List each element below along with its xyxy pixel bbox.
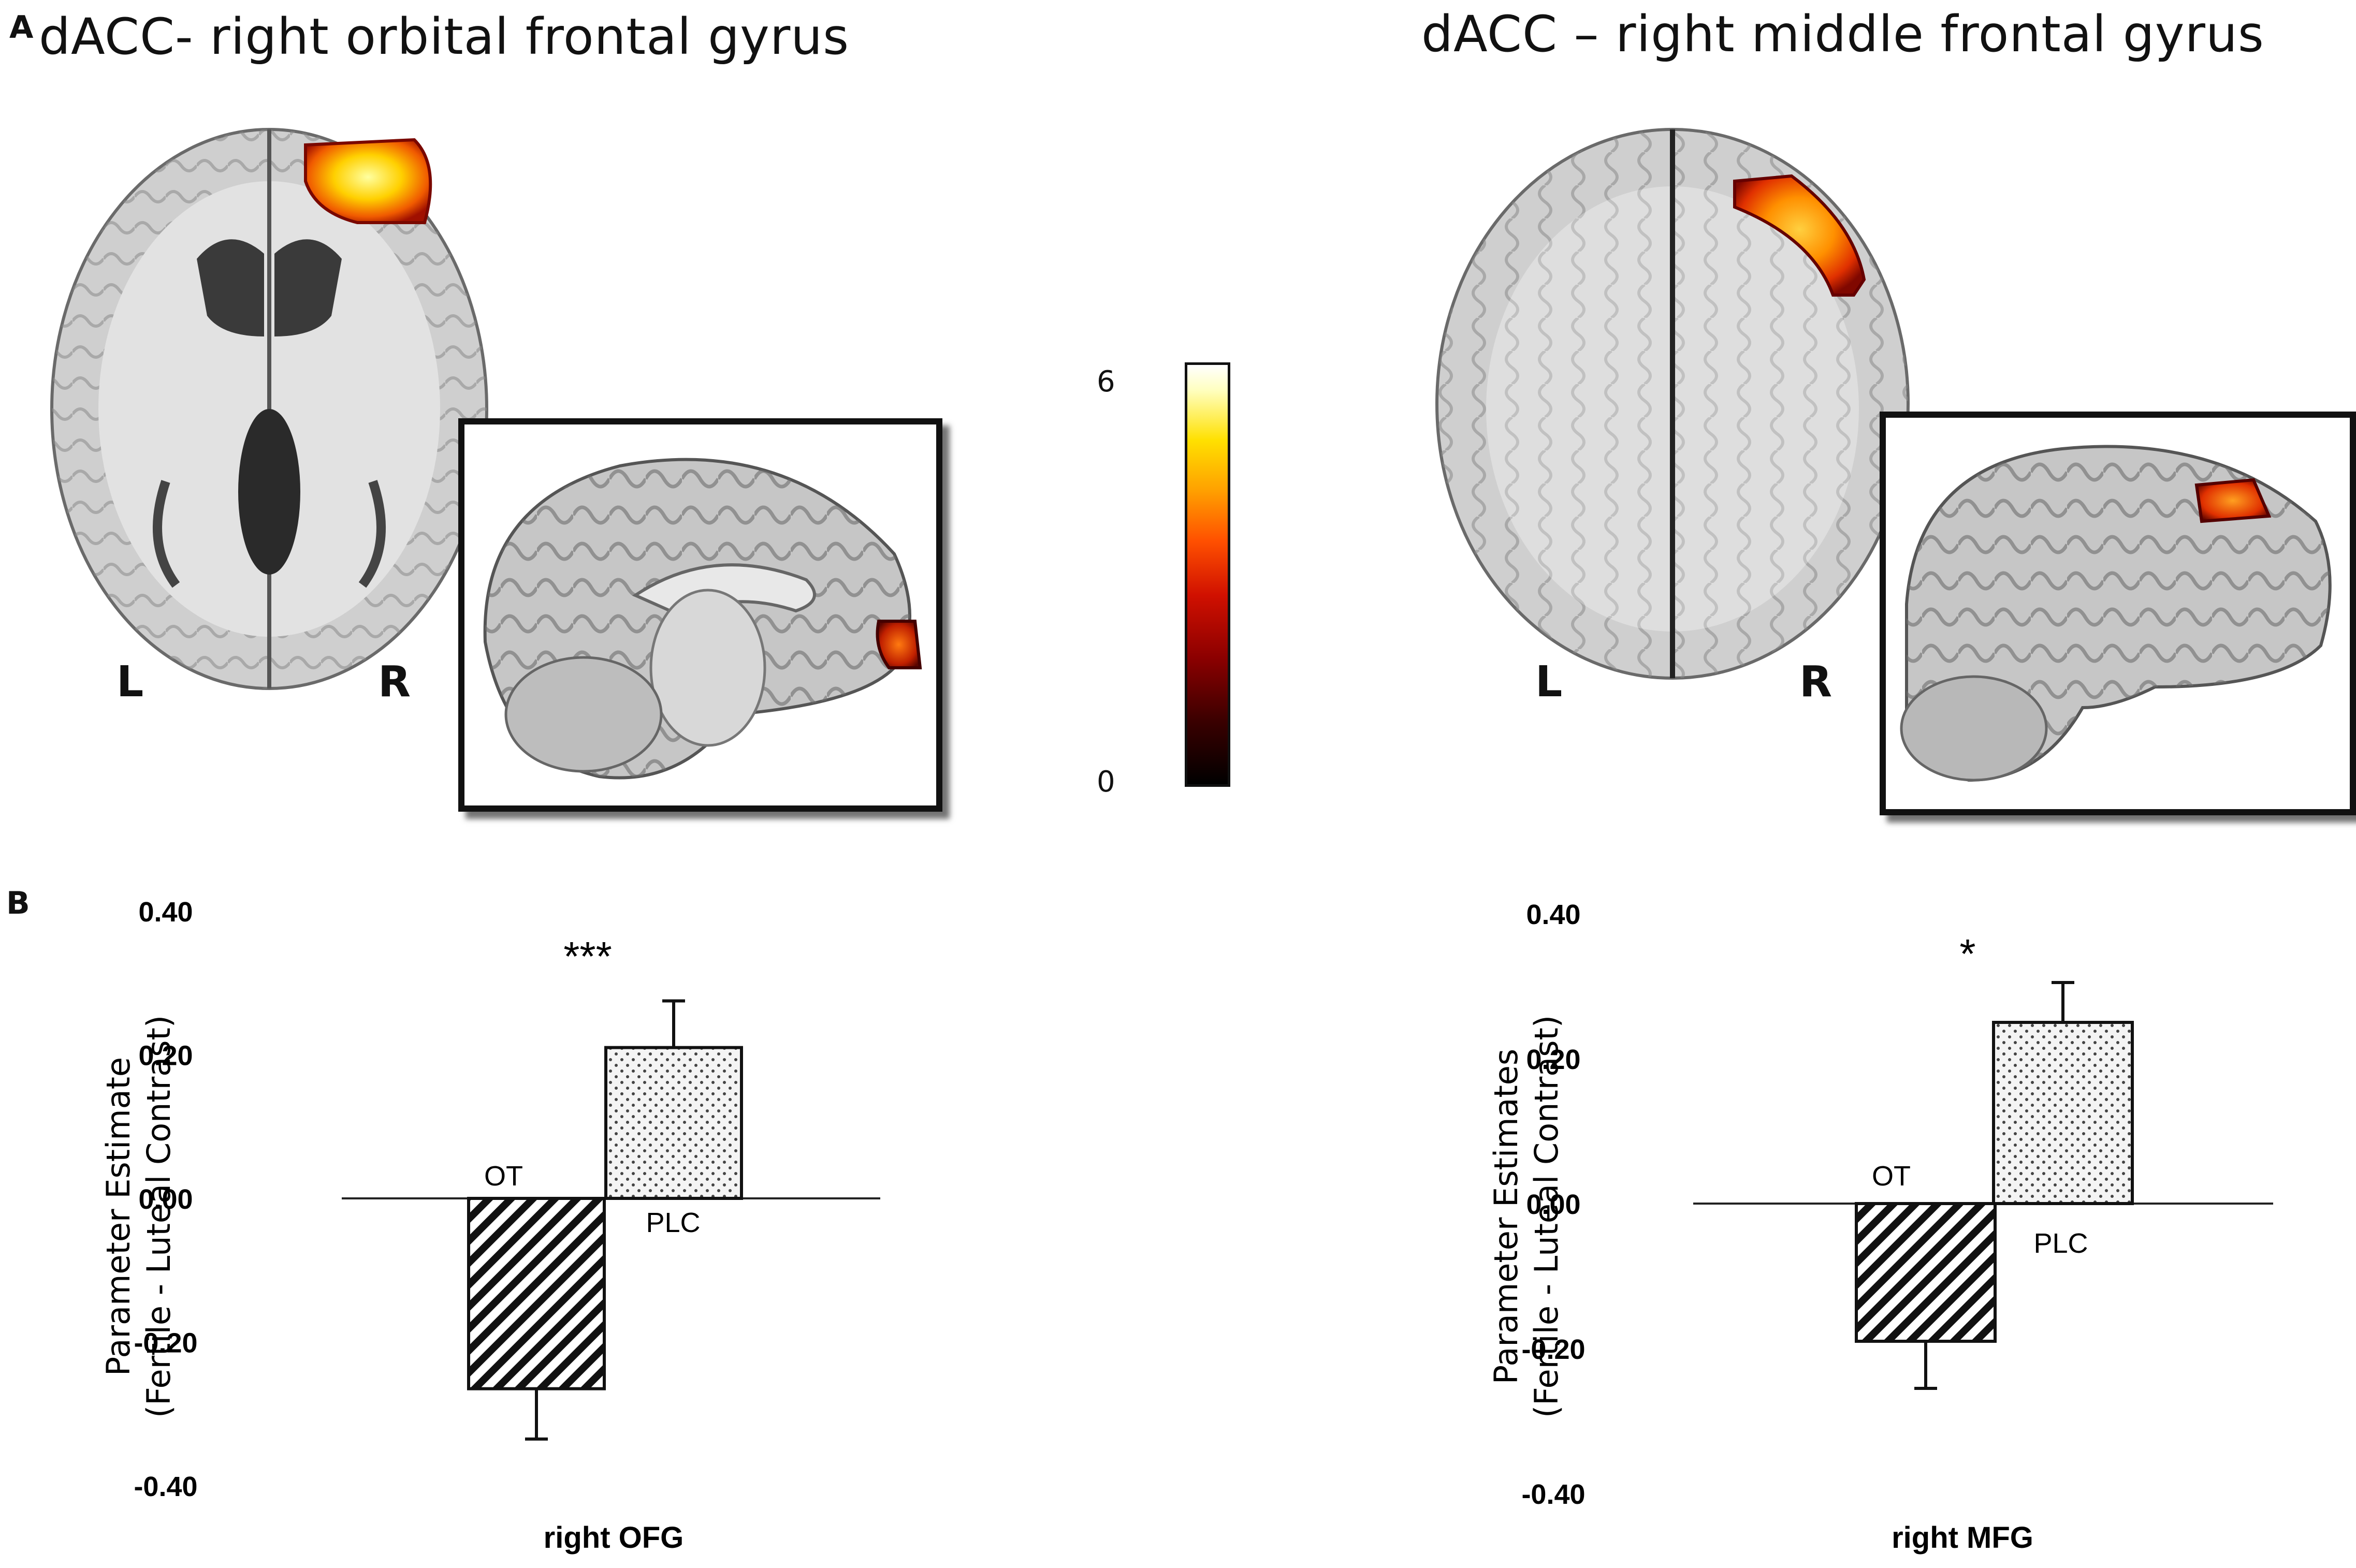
y-tick-label: -0.40 <box>1521 1479 1585 1510</box>
y-tick-label: 0.40 <box>138 897 193 928</box>
y-tick-label: 0.20 <box>1526 1044 1580 1075</box>
right-figure-right-hemisphere-label: R <box>1799 657 1833 707</box>
y-tick-label: -0.20 <box>134 1328 197 1359</box>
left-figure-title: dACC- right orbital frontal gyrus <box>39 8 850 66</box>
chart-right-ofg: Parameter Estimate (Fertile - Luteal Con… <box>99 897 880 1555</box>
right-sagittal-brain-image <box>1900 445 2332 782</box>
right-sagittal-inset <box>1880 412 2356 815</box>
bar-plc <box>604 1046 743 1200</box>
left-hemisphere-label: L <box>117 657 144 707</box>
left-axial-brain-image <box>50 128 488 690</box>
y-tick-label: -0.20 <box>1521 1334 1585 1365</box>
bar-ot <box>1855 1202 1997 1343</box>
y-axis-label-line-2: (Fertile - Luteal Contrast) <box>1528 1015 1565 1418</box>
right-hemisphere-label: R <box>378 657 411 707</box>
colorbar-max-label: 6 <box>1097 365 1115 399</box>
bar-plc <box>1992 1021 2134 1205</box>
y-tick-label: 0.00 <box>138 1184 193 1215</box>
y-tick-label: -0.40 <box>134 1471 197 1502</box>
significance-marker: *** <box>563 933 612 979</box>
category-label-plc: PLC <box>2033 1228 2088 1259</box>
category-label-plc: PLC <box>646 1207 700 1238</box>
right-axial-brain-image <box>1435 128 1910 680</box>
panel-a-label: A <box>9 9 34 46</box>
x-axis-label: right MFG <box>1892 1521 2033 1555</box>
y-tick-label: 0.40 <box>1526 899 1580 930</box>
colorbar <box>1185 362 1230 787</box>
bar-ot <box>467 1197 606 1390</box>
panel-b-label: B <box>6 885 30 921</box>
right-figure-left-hemisphere-label: L <box>1535 657 1563 707</box>
category-label-ot: OT <box>484 1161 523 1192</box>
y-axis-label-line-1: Parameter Estimate <box>99 1057 137 1376</box>
left-sagittal-inset <box>458 418 942 812</box>
significance-marker: * <box>1959 931 1975 977</box>
category-label-ot: OT <box>1872 1161 1911 1192</box>
left-sagittal-brain-image <box>483 458 922 780</box>
y-axis-label-line-1: Parameter Estimates <box>1487 1049 1525 1384</box>
colorbar-min-label: 0 <box>1097 765 1115 799</box>
right-figure-title: dACC – right middle frontal gyrus <box>1421 5 2264 63</box>
chart-right-mfg: Parameter Estimates (Fertile - Luteal Co… <box>1487 899 2273 1555</box>
x-axis-label: right OFG <box>544 1521 684 1555</box>
y-tick-label: 0.00 <box>1526 1189 1580 1220</box>
y-tick-label: 0.20 <box>138 1041 193 1072</box>
y-axis-label-line-2: (Fertile - Luteal Contrast) <box>140 1015 178 1418</box>
